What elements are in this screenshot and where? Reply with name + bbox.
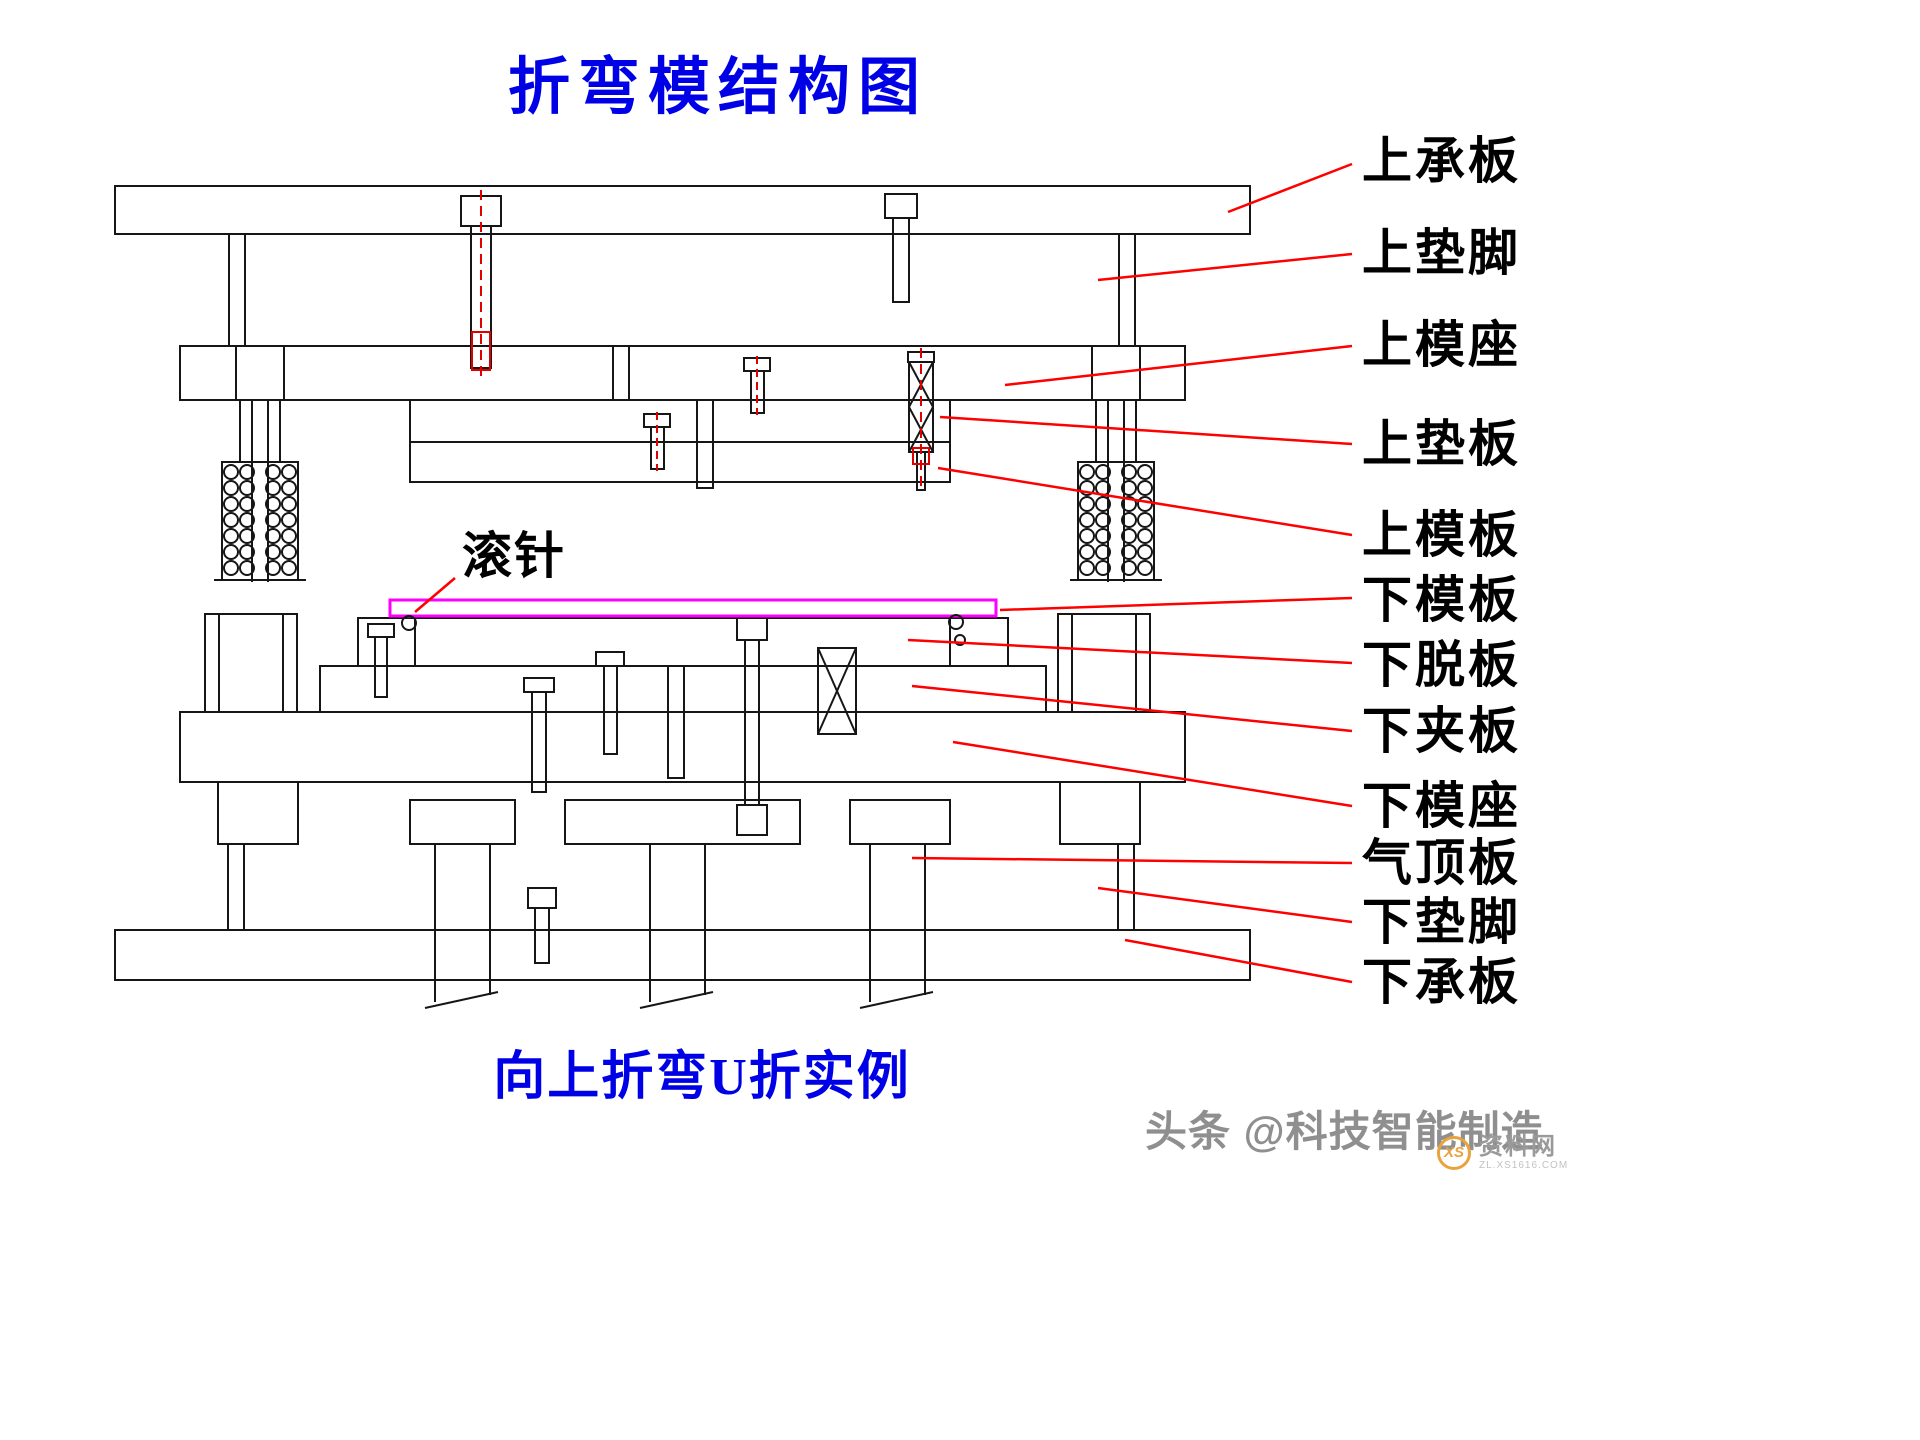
upper-die-holder-shape bbox=[179, 345, 1186, 401]
logo-icon: XS bbox=[1437, 1135, 1471, 1170]
lower-spacer-foot-left bbox=[227, 843, 245, 931]
leader-lower-die-holder bbox=[952, 740, 1353, 808]
part-label-lower-clamp-plate: 下夹板 bbox=[1362, 703, 1521, 759]
upper-spacer-foot-left bbox=[228, 233, 246, 347]
leader-lower-die-plate bbox=[999, 596, 1353, 612]
leader-lines bbox=[414, 162, 1353, 984]
leader-lower-clamp-plate bbox=[911, 684, 1353, 733]
leader-roller-pin bbox=[414, 577, 456, 613]
upper-backing-plate-shape bbox=[409, 399, 951, 443]
roller-pin-right-2 bbox=[954, 634, 966, 646]
leader-upper-backing-plate bbox=[939, 415, 1353, 446]
part-label-upper-bearing-plate: 上承板 bbox=[1362, 133, 1521, 189]
leader-air-ejector-plate bbox=[911, 856, 1353, 865]
part-label-lower-spacer-foot: 下垫脚 bbox=[1362, 894, 1521, 950]
part-label-upper-die-plate: 上模板 bbox=[1362, 507, 1521, 563]
example-caption: 向上折弯U折实例 bbox=[493, 1049, 911, 1106]
part-label-air-ejector-plate: 气顶板 bbox=[1362, 835, 1521, 891]
workpiece-outline bbox=[388, 598, 998, 618]
part-label-lower-die-plate: 下模板 bbox=[1362, 572, 1521, 628]
leader-upper-bearing-plate bbox=[1227, 162, 1353, 214]
lower-bearing-plate-shape bbox=[114, 929, 1251, 981]
roller-pin-left bbox=[401, 615, 417, 631]
upper-spacer-foot-right bbox=[1118, 233, 1136, 347]
red-bolt-details bbox=[471, 190, 930, 492]
lower-spacer-foot-right bbox=[1117, 843, 1135, 931]
logo-name: 资料网 bbox=[1479, 1133, 1557, 1160]
leader-lower-bearing-plate bbox=[1124, 938, 1353, 984]
part-label-upper-spacer-foot: 上垫脚 bbox=[1362, 225, 1521, 281]
watermark-text: 头条 @科技智能制造 bbox=[1145, 1108, 1544, 1155]
part-label-lower-stripper-plate: 下脱板 bbox=[1362, 637, 1521, 693]
lower-stripper-plate-shape bbox=[357, 617, 1009, 667]
die-outline bbox=[114, 185, 1251, 1009]
page-title: 折弯模结构图 bbox=[507, 54, 929, 122]
air-ejector-plate-shape bbox=[409, 799, 516, 845]
part-label-lower-bearing-plate: 下承板 bbox=[1362, 954, 1521, 1010]
upper-die-plate-shape bbox=[409, 441, 951, 483]
leader-upper-spacer-foot bbox=[1097, 252, 1353, 282]
leader-upper-die-plate bbox=[937, 466, 1353, 537]
logo-url: ZL.XS1616.COM bbox=[1479, 1160, 1569, 1172]
part-label-lower-die-holder: 下模座 bbox=[1362, 778, 1521, 834]
roller-pin-right bbox=[948, 614, 964, 630]
part-label-upper-die-holder: 上模座 bbox=[1362, 317, 1521, 373]
site-logo: XS 资料网 ZL.XS1616.COM bbox=[1437, 1133, 1569, 1172]
lower-die-holder-shape bbox=[179, 711, 1186, 783]
leader-lower-spacer-foot bbox=[1097, 886, 1353, 924]
leader-lower-stripper-plate bbox=[907, 638, 1353, 665]
part-label-upper-backing-plate: 上垫板 bbox=[1362, 416, 1521, 472]
upper-bearing-plate-shape bbox=[114, 185, 1251, 235]
roller-pin-label: 滚针 bbox=[462, 528, 566, 584]
workpiece-strip bbox=[388, 598, 998, 646]
leader-upper-die-holder bbox=[1004, 344, 1353, 387]
